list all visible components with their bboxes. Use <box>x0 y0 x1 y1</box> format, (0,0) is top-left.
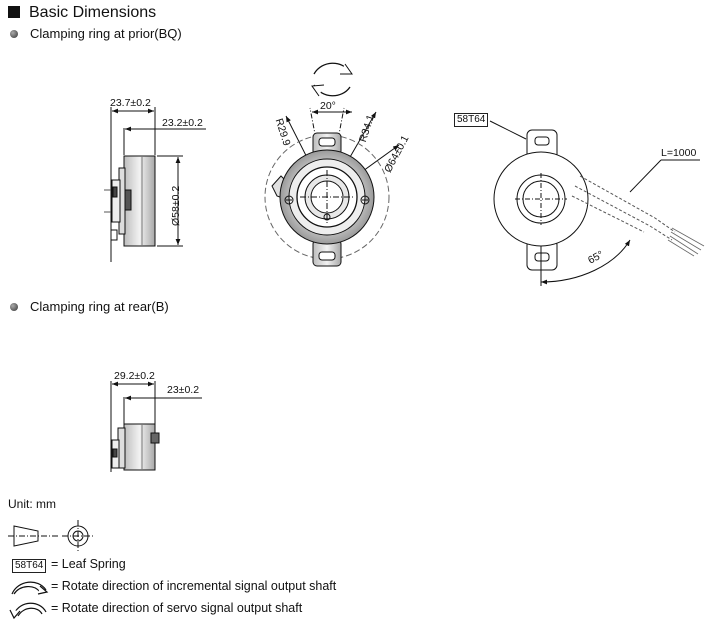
dim-cable-length: L=1000 <box>661 147 697 159</box>
section-prior-title: Clamping ring at prior(BQ) <box>10 26 182 41</box>
rear-side-view <box>110 381 202 472</box>
incremental-rotate-icon <box>11 581 49 595</box>
unit-label: Unit: mm <box>8 497 56 511</box>
page-heading: Basic Dimensions <box>8 4 156 22</box>
section-rear-title: Clamping ring at rear(B) <box>10 299 169 314</box>
legend-incremental-text: = Rotate direction of incremental signal… <box>51 579 337 593</box>
bullet-icon <box>10 30 18 38</box>
servo-rotate-icon <box>9 602 47 620</box>
part-code-label: 58T64 <box>454 113 489 127</box>
square-bullet-icon <box>8 6 20 18</box>
dim-rear-body-width: 23±0.2 <box>167 384 200 396</box>
back-view <box>489 120 705 286</box>
legend-leaf-spring-code: 58T64 <box>12 559 47 573</box>
dim-prior-overall-width: 23.7±0.2 <box>110 97 151 109</box>
dim-angle-top: 20° <box>320 100 336 112</box>
bullet-icon <box>10 303 18 311</box>
prior-side-view <box>104 107 206 262</box>
dim-prior-body-width: 23.2±0.2 <box>162 117 203 129</box>
projection-symbol-icon <box>8 520 94 552</box>
front-view <box>264 62 400 267</box>
legend-leaf-spring-text: = Leaf Spring <box>51 557 126 571</box>
legend-servo-text: = Rotate direction of servo signal outpu… <box>51 601 303 615</box>
dim-rear-overall-width: 29.2±0.2 <box>114 370 155 382</box>
